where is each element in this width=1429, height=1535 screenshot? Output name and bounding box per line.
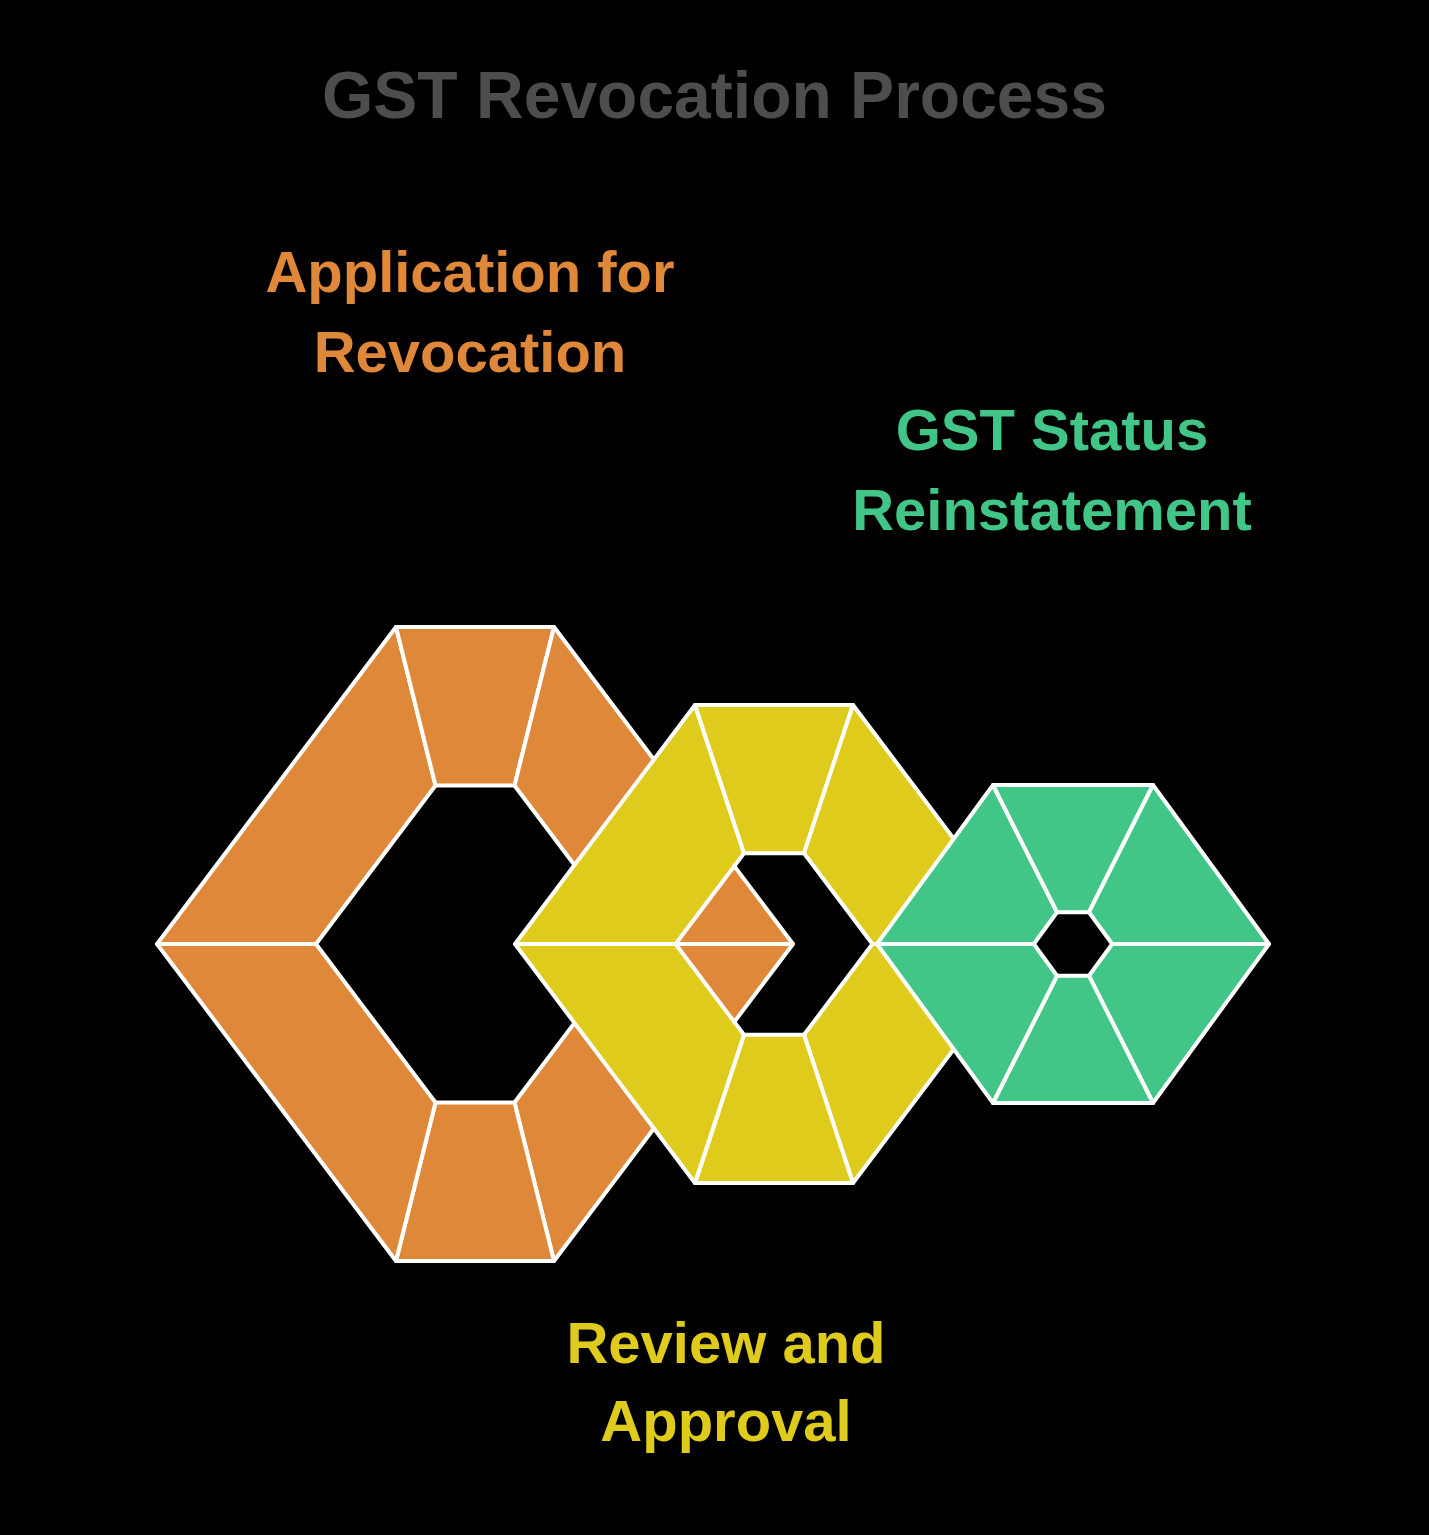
diagram-title: GST Revocation Process bbox=[0, 52, 1429, 138]
ring-face bbox=[1089, 785, 1269, 944]
step-label: Application for Revocation bbox=[190, 232, 750, 392]
step-label: GST Status Reinstatement bbox=[812, 390, 1292, 550]
step-label: Review and Approval bbox=[511, 1304, 941, 1460]
hexagon-ring bbox=[877, 785, 1269, 1103]
ring-face bbox=[157, 944, 436, 1261]
ring-face bbox=[515, 944, 744, 1183]
ring-face bbox=[877, 944, 1057, 1103]
ring-face bbox=[157, 627, 436, 944]
hexagon-ring bbox=[157, 627, 793, 1261]
